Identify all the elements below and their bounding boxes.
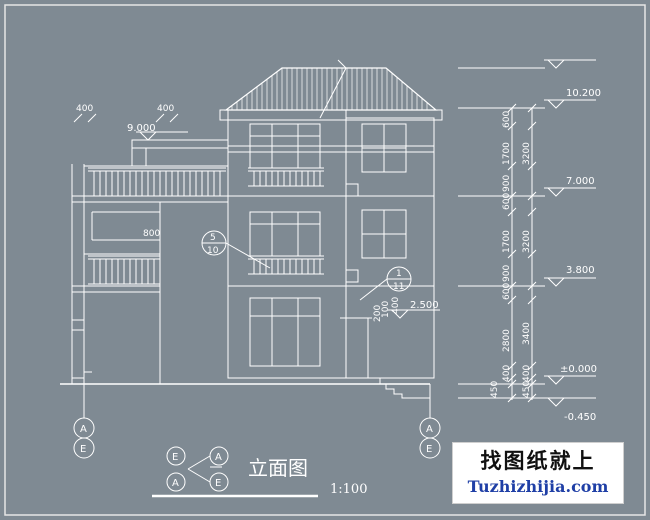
dim-tick <box>507 281 517 291</box>
dim-tick <box>527 281 537 291</box>
level-9000: 9.000 <box>127 123 156 134</box>
dim-tick <box>87 113 97 123</box>
callout-2-num: 1 <box>396 269 402 279</box>
dim-tick <box>527 379 537 389</box>
axis-right-bottom: E <box>426 444 432 455</box>
dim-inner-7: 600 <box>502 283 512 300</box>
level-markers <box>136 59 596 407</box>
watermark-logo: 找图纸就上 Tuzhizhijia.com <box>452 442 624 504</box>
dim-tick <box>527 207 537 217</box>
dim-small-5: 200 <box>373 305 383 322</box>
dim-small-2: 400 <box>157 104 174 114</box>
dim-tick <box>507 103 517 113</box>
hip-roof <box>224 67 438 111</box>
dim-inner-1: 600 <box>502 111 512 128</box>
legend-1-from: E <box>172 452 178 463</box>
dim-tick <box>527 373 537 383</box>
dim-tick <box>507 373 517 383</box>
dim-outer-5: 450 <box>522 381 532 398</box>
legend-2-to: E <box>215 478 221 489</box>
dim-tick <box>527 295 537 305</box>
level-0000: ±0.000 <box>560 364 597 375</box>
window-2f-main <box>249 211 321 257</box>
dim-small-4: 100 <box>381 301 391 318</box>
axis-bubble-left: A E <box>73 417 95 459</box>
dim-outer-1: 3200 <box>522 142 532 165</box>
window-1f-main <box>249 297 321 367</box>
detail-callout-5-10: 5 10 <box>201 230 271 269</box>
dim-tick <box>527 249 537 259</box>
dim-tick <box>527 103 537 113</box>
dim-tick <box>507 191 517 201</box>
dim-inner-6: 900 <box>502 265 512 282</box>
roof-tiles <box>231 68 428 110</box>
dim-outer-4: 400 <box>522 365 532 382</box>
dim-tick <box>507 207 517 217</box>
level-7000: 7.000 <box>566 176 595 187</box>
callout-1-sheet: 10 <box>207 246 219 256</box>
balcony-railings <box>88 167 324 285</box>
dim-tick <box>507 295 517 305</box>
legend-2-from: A <box>172 478 179 489</box>
legend-1-to: A <box>215 452 222 463</box>
dim-inner-10: 450 <box>490 381 500 398</box>
right-steps <box>372 377 430 399</box>
drawing-title: 立面图 <box>248 456 308 480</box>
drawing-frame <box>4 4 646 516</box>
dim-inner-5: 1700 <box>502 230 512 253</box>
level-mark-0000 <box>547 375 566 385</box>
dim-tick <box>73 113 83 123</box>
dim-inner-9: 400 <box>502 365 512 382</box>
level-mark-7000 <box>547 187 566 197</box>
cornice <box>227 145 435 153</box>
callout-2-sheet: 11 <box>393 282 404 292</box>
dim-outer-2: 3200 <box>522 230 532 253</box>
dim-inner-8: 2800 <box>502 329 512 352</box>
level-mark-roof <box>547 59 566 69</box>
detail-callout-1-11: 1 11 <box>359 266 412 301</box>
dim-small-3: 800 <box>143 229 160 239</box>
dim-tick <box>169 113 179 123</box>
dim-inner-4: 600 <box>502 193 512 210</box>
dim-tick <box>507 379 517 389</box>
level-3800: 3.800 <box>566 265 595 276</box>
dim-tick <box>507 121 517 131</box>
dim-inner-3: 900 <box>502 175 512 192</box>
level-mark-minus <box>547 397 566 407</box>
level-mark-10200 <box>547 99 566 109</box>
callout-1-num: 5 <box>210 233 216 243</box>
axis-bubble-right: A E <box>419 417 441 459</box>
axis-legend: E A A E <box>166 446 229 492</box>
dim-tick <box>527 161 537 171</box>
entry-door <box>345 317 369 379</box>
dim-tick <box>527 191 537 201</box>
dim-tick <box>507 361 517 371</box>
dim-tick <box>527 121 537 131</box>
level-10200: 10.200 <box>566 88 601 99</box>
level-mark-3800 <box>547 277 566 287</box>
axis-left-top: A <box>80 424 87 435</box>
main-body <box>227 109 347 379</box>
drawing-scale: 1:100 <box>330 482 367 497</box>
dim-outer-3: 3400 <box>522 322 532 345</box>
dim-tick <box>527 361 537 371</box>
watermark-cn-text: 找图纸就上 <box>480 448 596 473</box>
level-minus-0450: -0.450 <box>564 412 596 423</box>
dim-tick <box>507 393 517 403</box>
left-steps <box>71 371 92 384</box>
right-wing <box>345 117 435 379</box>
dim-tick <box>155 113 165 123</box>
dim-small-6: 400 <box>391 297 401 314</box>
watermark-url: Tuzhizhijia.com <box>467 477 609 496</box>
dim-inner-2: 1700 <box>502 142 512 165</box>
axis-right-top: A <box>426 424 433 435</box>
axis-left-bottom: E <box>80 444 86 455</box>
dim-tick <box>527 393 537 403</box>
level-2500: 2.500 <box>410 300 439 311</box>
dim-small-1: 400 <box>76 104 93 114</box>
dim-tick <box>507 249 517 259</box>
dim-tick <box>507 161 517 171</box>
